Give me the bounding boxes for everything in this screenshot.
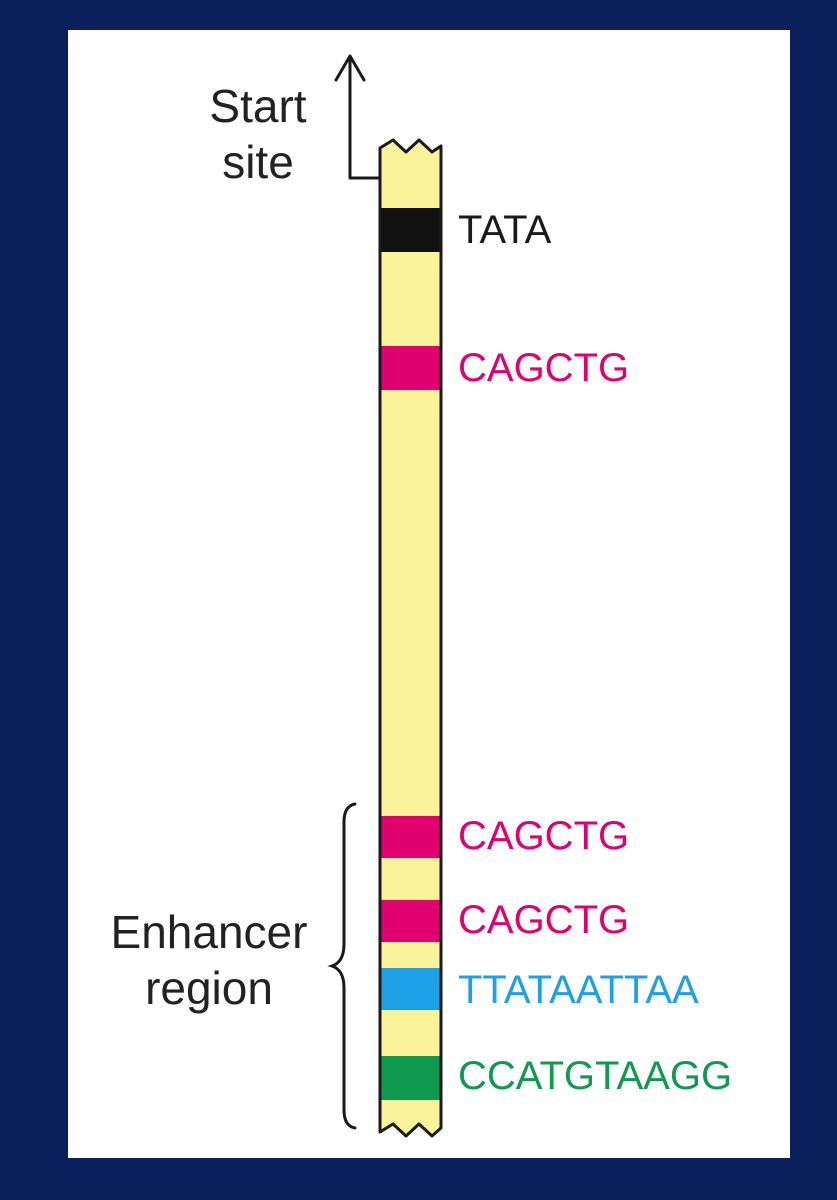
enhancer-brace: [327, 802, 357, 1130]
motif-label-cagctg-1: CAGCTG: [458, 346, 630, 390]
enhancer-label-line2: region: [145, 962, 273, 1014]
band-cagctg-3: [380, 900, 441, 942]
band-ccatgtaagg: [380, 1056, 441, 1100]
motif-label-tata: TATA: [458, 208, 552, 252]
band-tata: [380, 208, 441, 252]
motif-label-cagctg-3: CAGCTG: [458, 898, 630, 942]
start-site-label-line1: Start: [209, 80, 307, 132]
start-site-arrow: [334, 54, 382, 180]
band-cagctg-1: [380, 346, 441, 390]
motif-label-ttataattaa: TTATAATTAA: [458, 968, 699, 1012]
enhancer-label-line1: Enhancer: [110, 906, 308, 958]
motif-label-ccatgtaagg: CCATGTAAGG: [458, 1054, 733, 1098]
start-site-label-line2: site: [222, 136, 294, 188]
band-cagctg-2: [380, 816, 441, 858]
motif-label-cagctg-2: CAGCTG: [458, 814, 630, 858]
band-ttataattaa: [380, 968, 441, 1010]
